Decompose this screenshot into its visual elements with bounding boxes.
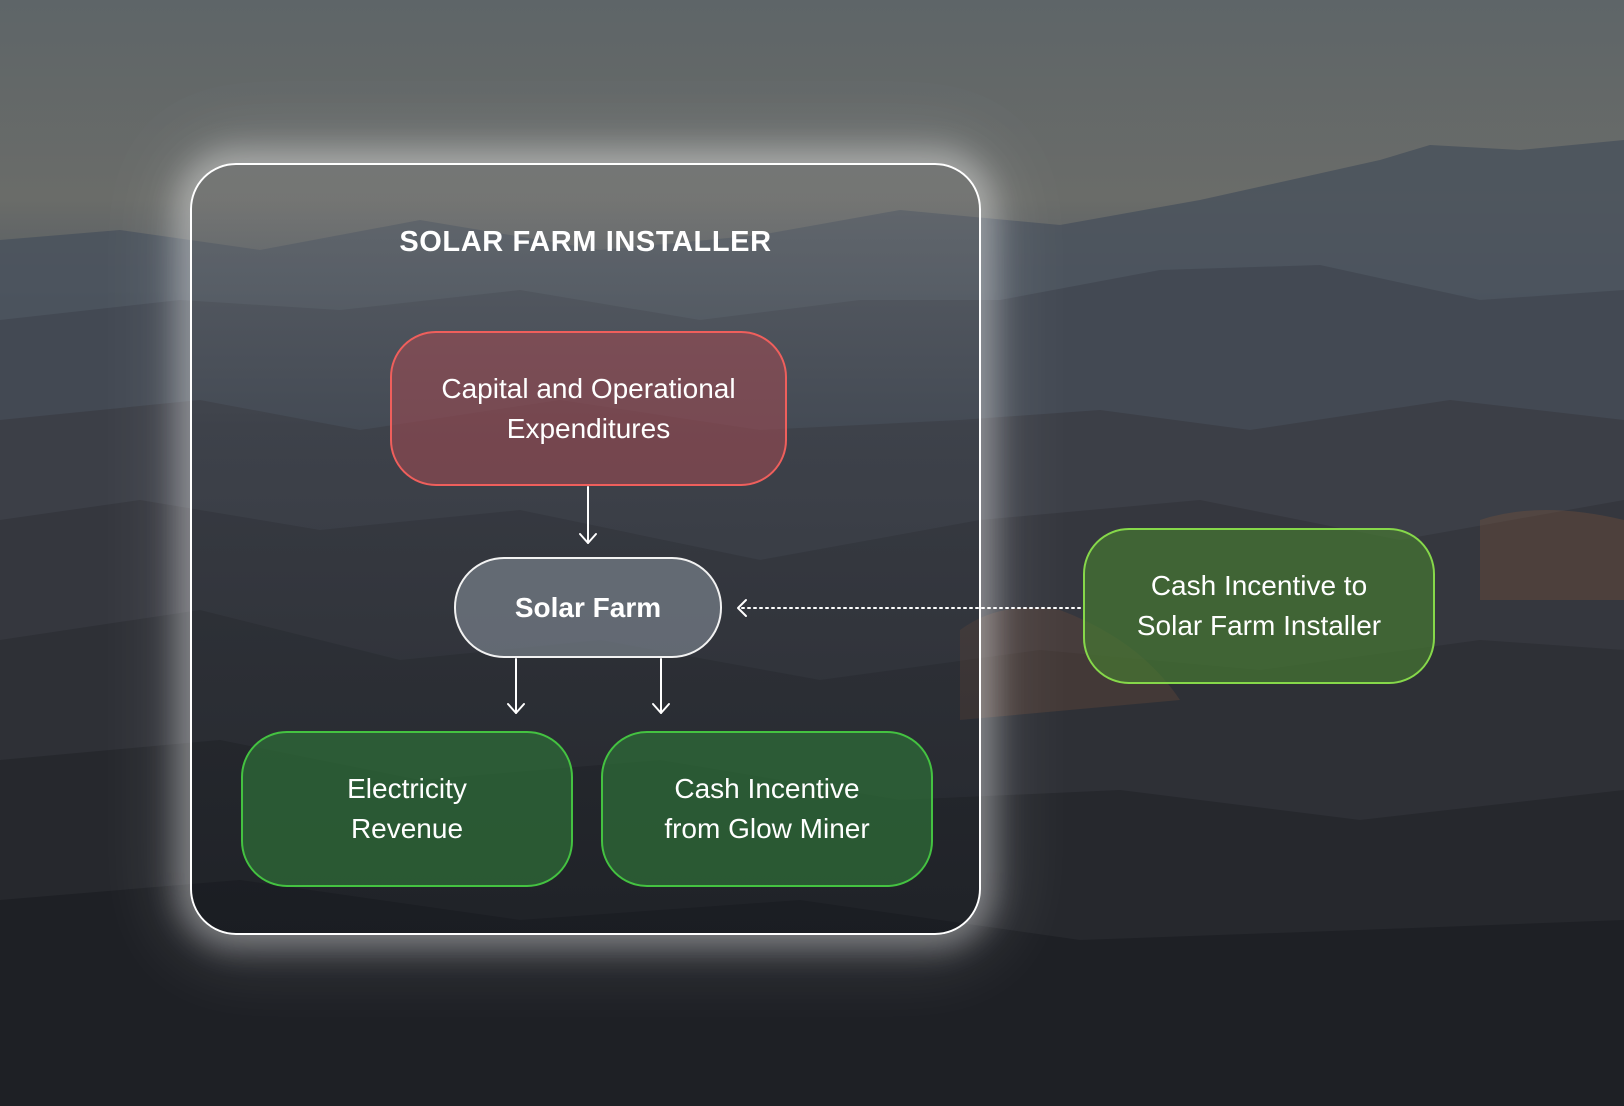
node-label-line: Expenditures [506, 412, 671, 444]
group-title: SOLAR FARM INSTALLER [399, 226, 772, 258]
node-label-line: Solar Farm Installer [1136, 610, 1382, 641]
node-label-line: Solar Farm [514, 591, 662, 623]
node-label-line: Capital and Operational [441, 372, 736, 404]
solar-farm-node: Solar Farm [454, 557, 722, 658]
expenditures-node: Capital and Operational Expenditures [390, 331, 787, 486]
node-label-line: Electricity [347, 773, 467, 804]
installer-incentive-node: Cash Incentive to Solar Farm Installer [1083, 528, 1435, 684]
glow-miner-incentive-node: Cash Incentive from Glow Miner [601, 731, 933, 887]
node-label-line: from Glow Miner [664, 813, 870, 844]
node-label-line: Cash Incentive [674, 773, 860, 804]
electricity-revenue-node: Electricity Revenue [241, 731, 573, 887]
node-label-line: Revenue [350, 813, 464, 844]
node-label-line: Cash Incentive to [1150, 570, 1368, 601]
